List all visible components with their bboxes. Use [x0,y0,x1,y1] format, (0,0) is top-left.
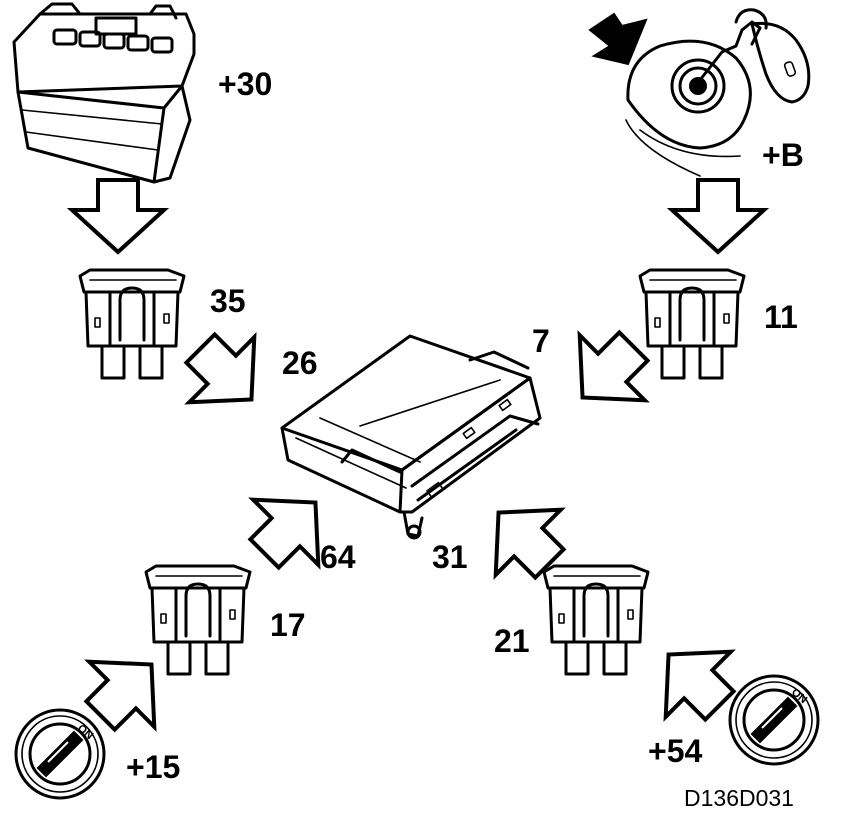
control-module-icon [280,334,542,540]
ignition-key-icon [588,8,811,177]
arrow-down-right-icon [168,316,284,432]
arrow-up-left-icon [636,622,752,738]
fuse-label-bottom-left: 17 [270,607,306,643]
ignition-switch-icon: ON [728,674,820,766]
fuse-label-top-left: 35 [210,283,246,319]
ignition-switch-label-right: +54 [648,733,702,769]
pin-label-bottom-right: 31 [432,539,468,575]
figure-code: D136D031 [684,785,794,811]
arrow-down-icon [70,178,166,254]
fuse-label-bottom-right: 21 [494,623,530,659]
blade-fuse-icon [144,564,252,676]
blade-fuse-icon [542,564,650,676]
battery-terminal-label: +30 [218,66,272,102]
battery-icon [12,2,196,184]
arrow-up-left-icon [466,480,582,596]
arrow-down-icon [670,178,766,254]
blade-fuse-icon [638,268,746,380]
ignition-switch-label-left: +15 [126,749,180,785]
pin-label-bottom-left: 64 [320,539,356,575]
pin-label-top-right: 7 [532,323,550,359]
pin-label-top-left: 26 [282,345,318,381]
ignition-key-label: +B [762,137,804,173]
blade-fuse-icon [78,268,186,380]
fuse-label-top-right: 11 [764,299,798,335]
ignition-switch-icon: ON [14,708,106,800]
